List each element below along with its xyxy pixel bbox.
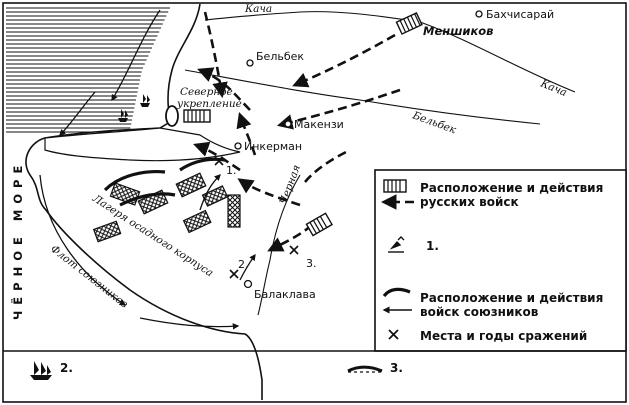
battle-markers bbox=[214, 156, 299, 279]
legend-battle-cross bbox=[388, 329, 399, 340]
belbek-river bbox=[184, 69, 541, 125]
legend-russian-line2: русских войск bbox=[420, 195, 519, 209]
legend-allied-swatch bbox=[382, 287, 411, 298]
chernaya-river bbox=[257, 174, 301, 316]
sevastopol-bay bbox=[44, 127, 241, 162]
battle-label-1: 1. bbox=[226, 164, 237, 177]
label-balaklava: Балаклава bbox=[254, 288, 316, 301]
label-north-fort-2: укрепление bbox=[176, 98, 242, 110]
label-bakhchisaray: Бахчисарай bbox=[486, 8, 554, 21]
label-north-fort-1: Северное bbox=[180, 86, 233, 98]
label-kacha-2: Кача bbox=[538, 77, 569, 99]
label-makenzi: Макензи bbox=[294, 118, 344, 131]
allied-movement-arrows bbox=[39, 9, 256, 330]
label-menshikov: Меншиков bbox=[423, 24, 493, 38]
legend-item3: 3. bbox=[390, 361, 403, 375]
legend-item1-icon bbox=[388, 236, 405, 253]
ship-icons bbox=[118, 94, 150, 122]
north-fort-marker bbox=[165, 105, 179, 127]
label-allied-fleet: Флот союзников bbox=[48, 243, 130, 311]
allied-camps bbox=[92, 172, 241, 243]
sea-name: ЧЁРНОЕ МОРЕ bbox=[10, 160, 25, 320]
kacha-river bbox=[204, 11, 421, 23]
legend-allied-line1: Расположение и действия bbox=[420, 291, 603, 305]
legend-russian-swatch bbox=[383, 179, 407, 193]
legend-item1: 1. bbox=[426, 239, 439, 253]
legend-allied-line2: войск союзников bbox=[420, 305, 539, 319]
legend-item2-icon bbox=[30, 361, 52, 380]
kacha-river-lower bbox=[419, 21, 576, 93]
sea-hatching bbox=[6, 7, 170, 133]
legend-battles: Места и годы сражений bbox=[420, 329, 587, 343]
legend-item3-icon bbox=[347, 365, 383, 373]
legend: Расположение и действия русских войск 1.… bbox=[374, 169, 627, 352]
label-inkerman: Инкерман bbox=[244, 140, 302, 153]
label-chernaya: Черная bbox=[278, 163, 303, 206]
town-markers bbox=[234, 10, 483, 289]
menshikov-position bbox=[395, 11, 423, 35]
battle-label-3: 3. bbox=[306, 257, 317, 270]
coastline bbox=[25, 3, 263, 400]
russian-positions bbox=[183, 11, 423, 237]
legend-item2: 2. bbox=[60, 361, 73, 375]
label-belbek-town: Бельбек bbox=[256, 50, 304, 63]
battle-label-2: 2. bbox=[238, 258, 249, 271]
label-kacha-1: Кача bbox=[244, 3, 272, 15]
legend-russian-line1: Расположение и действия bbox=[420, 181, 603, 195]
legend-box bbox=[374, 169, 627, 352]
russian-movement-arrows bbox=[193, 11, 401, 252]
chernaya-position bbox=[305, 212, 333, 237]
